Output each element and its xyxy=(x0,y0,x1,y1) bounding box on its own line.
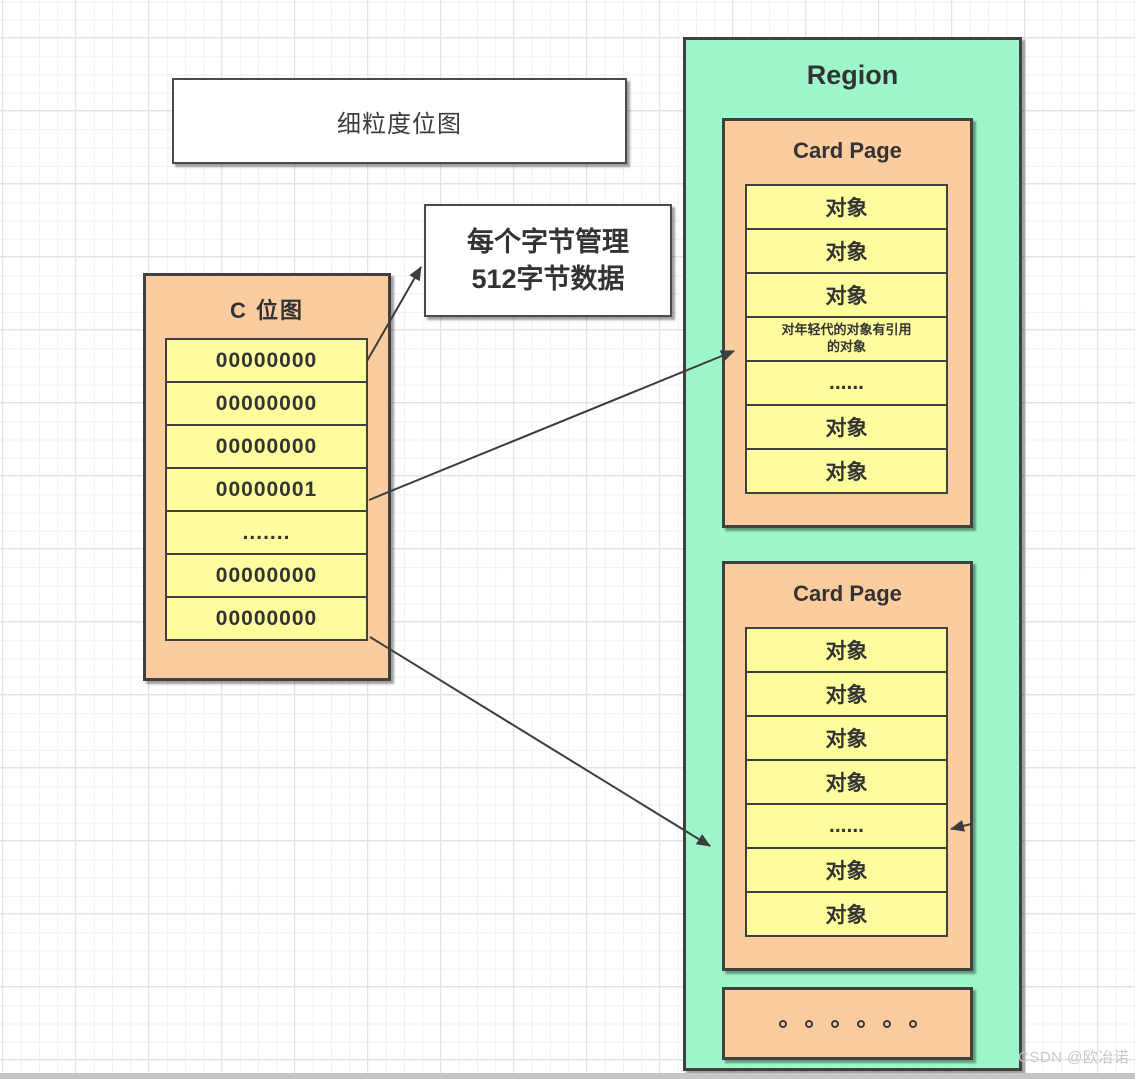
bitmap-rows: 00000000 00000000 00000000 00000001 ....… xyxy=(165,338,368,641)
horizontal-scrollbar[interactable] xyxy=(0,1073,1135,1079)
bitmap-row: 00000000 xyxy=(165,553,368,598)
card-page-1-rows: 对象 对象 对象 对年轻代的对象有引用 的对象 ...... 对象 对象 xyxy=(745,184,948,494)
card-page-1: Card Page 对象 对象 对象 对年轻代的对象有引用 的对象 ......… xyxy=(722,118,973,528)
dot-icon xyxy=(856,1019,865,1028)
diagram-title-box: 细粒度位图 xyxy=(172,78,627,164)
ellipsis-row: ...... xyxy=(745,360,948,406)
bitmap-row: 00000000 xyxy=(165,381,368,426)
object-row: 对象 xyxy=(745,759,948,805)
bitmap-row: 00000000 xyxy=(165,596,368,641)
arrow-bitmap-to-card-page-2 xyxy=(369,636,711,847)
card-page-1-title: Card Page xyxy=(793,138,902,163)
arrow-bitmap-to-card-page-1 xyxy=(368,350,735,501)
diagram-title: 细粒度位图 xyxy=(337,110,462,138)
referencing-object-row: 对年轻代的对象有引用 的对象 xyxy=(745,316,948,362)
bitmap-row-ellipsis: ....... xyxy=(165,510,368,555)
bitmap-row: 00000000 xyxy=(165,338,368,383)
callout-text: 每个字节管理 512字节数据 xyxy=(467,227,629,294)
object-row: 对象 xyxy=(745,671,948,717)
card-page-2: Card Page 对象 对象 对象 对象 ...... 对象 对象 xyxy=(722,561,973,971)
object-row: 对象 xyxy=(745,891,948,937)
callout-note: 每个字节管理 512字节数据 xyxy=(424,204,672,317)
bitmap-title: C 位图 xyxy=(229,298,304,323)
object-row: 对象 xyxy=(745,627,948,673)
object-row: 对象 xyxy=(745,715,948,761)
ellipsis-row: ...... xyxy=(745,803,948,849)
bitmap-row-marked: 00000001 xyxy=(165,467,368,512)
card-page-2-title: Card Page xyxy=(793,581,902,606)
object-row: 对象 xyxy=(745,847,948,893)
object-row: 对象 xyxy=(745,448,948,494)
object-row: 对象 xyxy=(745,228,948,274)
dot-icon xyxy=(804,1019,813,1028)
bitmap-row: 00000000 xyxy=(165,424,368,469)
dot-icon xyxy=(908,1019,917,1028)
bitmap-box: C 位图 00000000 00000000 00000000 00000001… xyxy=(143,273,391,681)
region-title: Region xyxy=(806,60,899,90)
dot-icon xyxy=(778,1019,787,1028)
object-row: 对象 xyxy=(745,404,948,450)
more-pages-box xyxy=(722,987,973,1060)
card-page-2-rows: 对象 对象 对象 对象 ...... 对象 对象 xyxy=(745,627,948,937)
dot-icon xyxy=(830,1019,839,1028)
object-row: 对象 xyxy=(745,272,948,318)
object-row: 对象 xyxy=(745,184,948,230)
watermark: CSDN @欧冶诺 xyxy=(1018,1049,1130,1066)
dot-icon xyxy=(882,1019,891,1028)
